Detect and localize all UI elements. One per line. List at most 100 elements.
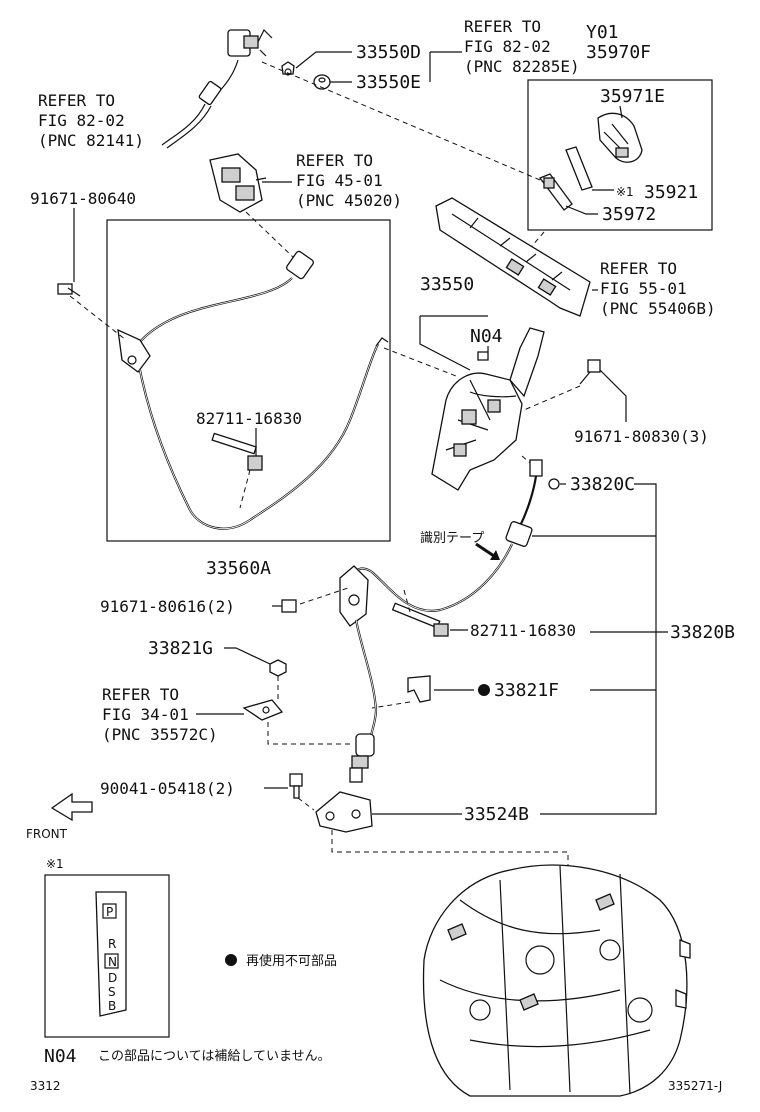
clip-82711-b	[391, 602, 449, 637]
dash-clip-b	[403, 589, 411, 613]
front-arrow-icon	[50, 792, 93, 822]
dash-33821f	[371, 701, 411, 709]
footer-left: 3312	[30, 1079, 61, 1093]
label-ref-82-02-left-3: (PNC 82141)	[38, 131, 144, 150]
label-ref-82-02-top-2: FIG 82-02	[464, 37, 551, 56]
bracket-33524b	[315, 791, 373, 833]
harness-wire-a	[133, 277, 293, 351]
leader-ref-top	[429, 51, 462, 82]
label-ref-55-01-2: FIG 55-01	[600, 279, 687, 298]
console-bracket	[435, 197, 591, 317]
label-33821f: 33821F	[494, 680, 559, 701]
label-33821g: 33821G	[148, 638, 213, 659]
label-35971e: 35971E	[600, 86, 665, 107]
label-82711-16830-a: 82711-16830	[196, 409, 302, 428]
label-33820c: 33820C	[570, 474, 635, 495]
plate-35921	[565, 146, 593, 191]
label-id-tape: 識別テープ	[420, 531, 484, 546]
top-connector	[227, 28, 273, 57]
dash-bolt-to-lever	[523, 385, 581, 411]
bolt-91671-80640	[57, 283, 81, 297]
legend-n04-text: この部品については補給していません。	[98, 1049, 331, 1064]
label-ref-34-01-1: REFER TO	[102, 685, 179, 704]
cable-lower-in	[355, 619, 377, 741]
knob-detail-box	[527, 79, 713, 231]
nut-n04	[477, 351, 489, 361]
label-n04: N04	[470, 326, 503, 347]
label-front: FRONT	[26, 827, 68, 841]
label-ref-45-01-1: REFER TO	[296, 151, 373, 170]
dash-90041	[297, 797, 315, 811]
cable-end-33820c	[529, 459, 560, 490]
gate-s: S	[108, 985, 116, 999]
left-harness-wire-2	[166, 105, 212, 149]
cable-main	[348, 543, 513, 612]
gate-n: N	[108, 955, 117, 969]
legend-bullet-text: 再使用不可部品	[246, 953, 337, 969]
label-ref-55-01-1: REFER TO	[600, 259, 677, 278]
dash-harness-to-lever	[383, 347, 457, 377]
label-ref-45-01-2: FIG 45-01	[296, 171, 383, 190]
harness-plug-left	[198, 80, 222, 106]
transmission-housing	[422, 864, 691, 1097]
gate-p-box	[102, 903, 117, 919]
leader-35972	[565, 205, 598, 215]
gate-n-box	[104, 953, 119, 969]
dash-34-01-to-cable	[267, 722, 352, 745]
label-figure-code: Y01	[586, 22, 619, 43]
leader-33821g	[224, 647, 271, 665]
knob-base-35972	[538, 173, 573, 211]
label-91671-80616: 91671-80616(2)	[100, 597, 235, 616]
label-ref-82-02-left-1: REFER TO	[38, 91, 115, 110]
leader-33550d	[295, 51, 352, 69]
harness-wire-end	[375, 337, 389, 347]
cable-end-fitting	[349, 733, 375, 783]
label-33524b: 33524B	[464, 804, 529, 825]
harness-wire-main-in	[139, 343, 379, 529]
left-harness-wire	[161, 103, 206, 146]
label-ref-34-01-2: FIG 34-01	[102, 705, 189, 724]
label-33560a: 33560A	[206, 558, 271, 579]
clip-82711-a	[211, 432, 263, 471]
label-91671-80830: 91671-80830(3)	[574, 427, 709, 446]
label-33820b: 33820B	[670, 622, 735, 643]
gate-r: R	[108, 937, 116, 951]
label-35921: 35921	[644, 182, 698, 203]
inset-mark: ※1	[46, 857, 64, 871]
harness-clamp	[117, 328, 151, 373]
bullet-33821f-icon	[478, 684, 490, 696]
label-ref-82-02-left-2: FIG 82-02	[38, 111, 125, 130]
cable-upper	[519, 475, 538, 527]
gate-d: D	[108, 971, 117, 985]
dash-45-to-plug	[245, 211, 295, 259]
part-33550e-shape	[313, 74, 331, 90]
legend-bullet-icon	[225, 954, 237, 966]
legend-n04-code: N04	[44, 1046, 77, 1067]
cable-bracket	[339, 565, 369, 627]
clip-33821f	[407, 675, 431, 703]
leader-91671-80830	[599, 369, 627, 422]
harness-plug	[286, 250, 314, 280]
label-90041-05418: 90041-05418(2)	[100, 779, 235, 798]
footer-right: 335271-J	[668, 1079, 722, 1093]
label-33550: 33550	[420, 274, 474, 295]
label-ref-34-01-3: (PNC 35572C)	[102, 725, 218, 744]
label-35972: 35972	[602, 204, 656, 225]
part-33550d-shape	[281, 61, 295, 76]
gate-p: P	[106, 905, 113, 919]
label-33550d: 33550D	[356, 42, 421, 63]
label-note-mark-35921: ※1	[616, 185, 634, 199]
label-91671-80640: 91671-80640	[30, 189, 136, 208]
inset-box	[44, 874, 170, 1038]
id-tape-arrow	[475, 542, 500, 560]
group-line-33820b	[532, 483, 668, 815]
shift-lever-assembly	[431, 327, 545, 491]
leader-35971e	[619, 105, 623, 119]
label-35970f: 35970F	[586, 42, 651, 63]
dash-bolt-to-clamp	[69, 295, 127, 341]
dash-clip-to-wire	[239, 469, 251, 509]
harness-wire-a-in	[133, 277, 293, 351]
label-ref-45-01-3: (PNC 45020)	[296, 191, 402, 210]
cable-bracket-hole	[348, 594, 360, 606]
